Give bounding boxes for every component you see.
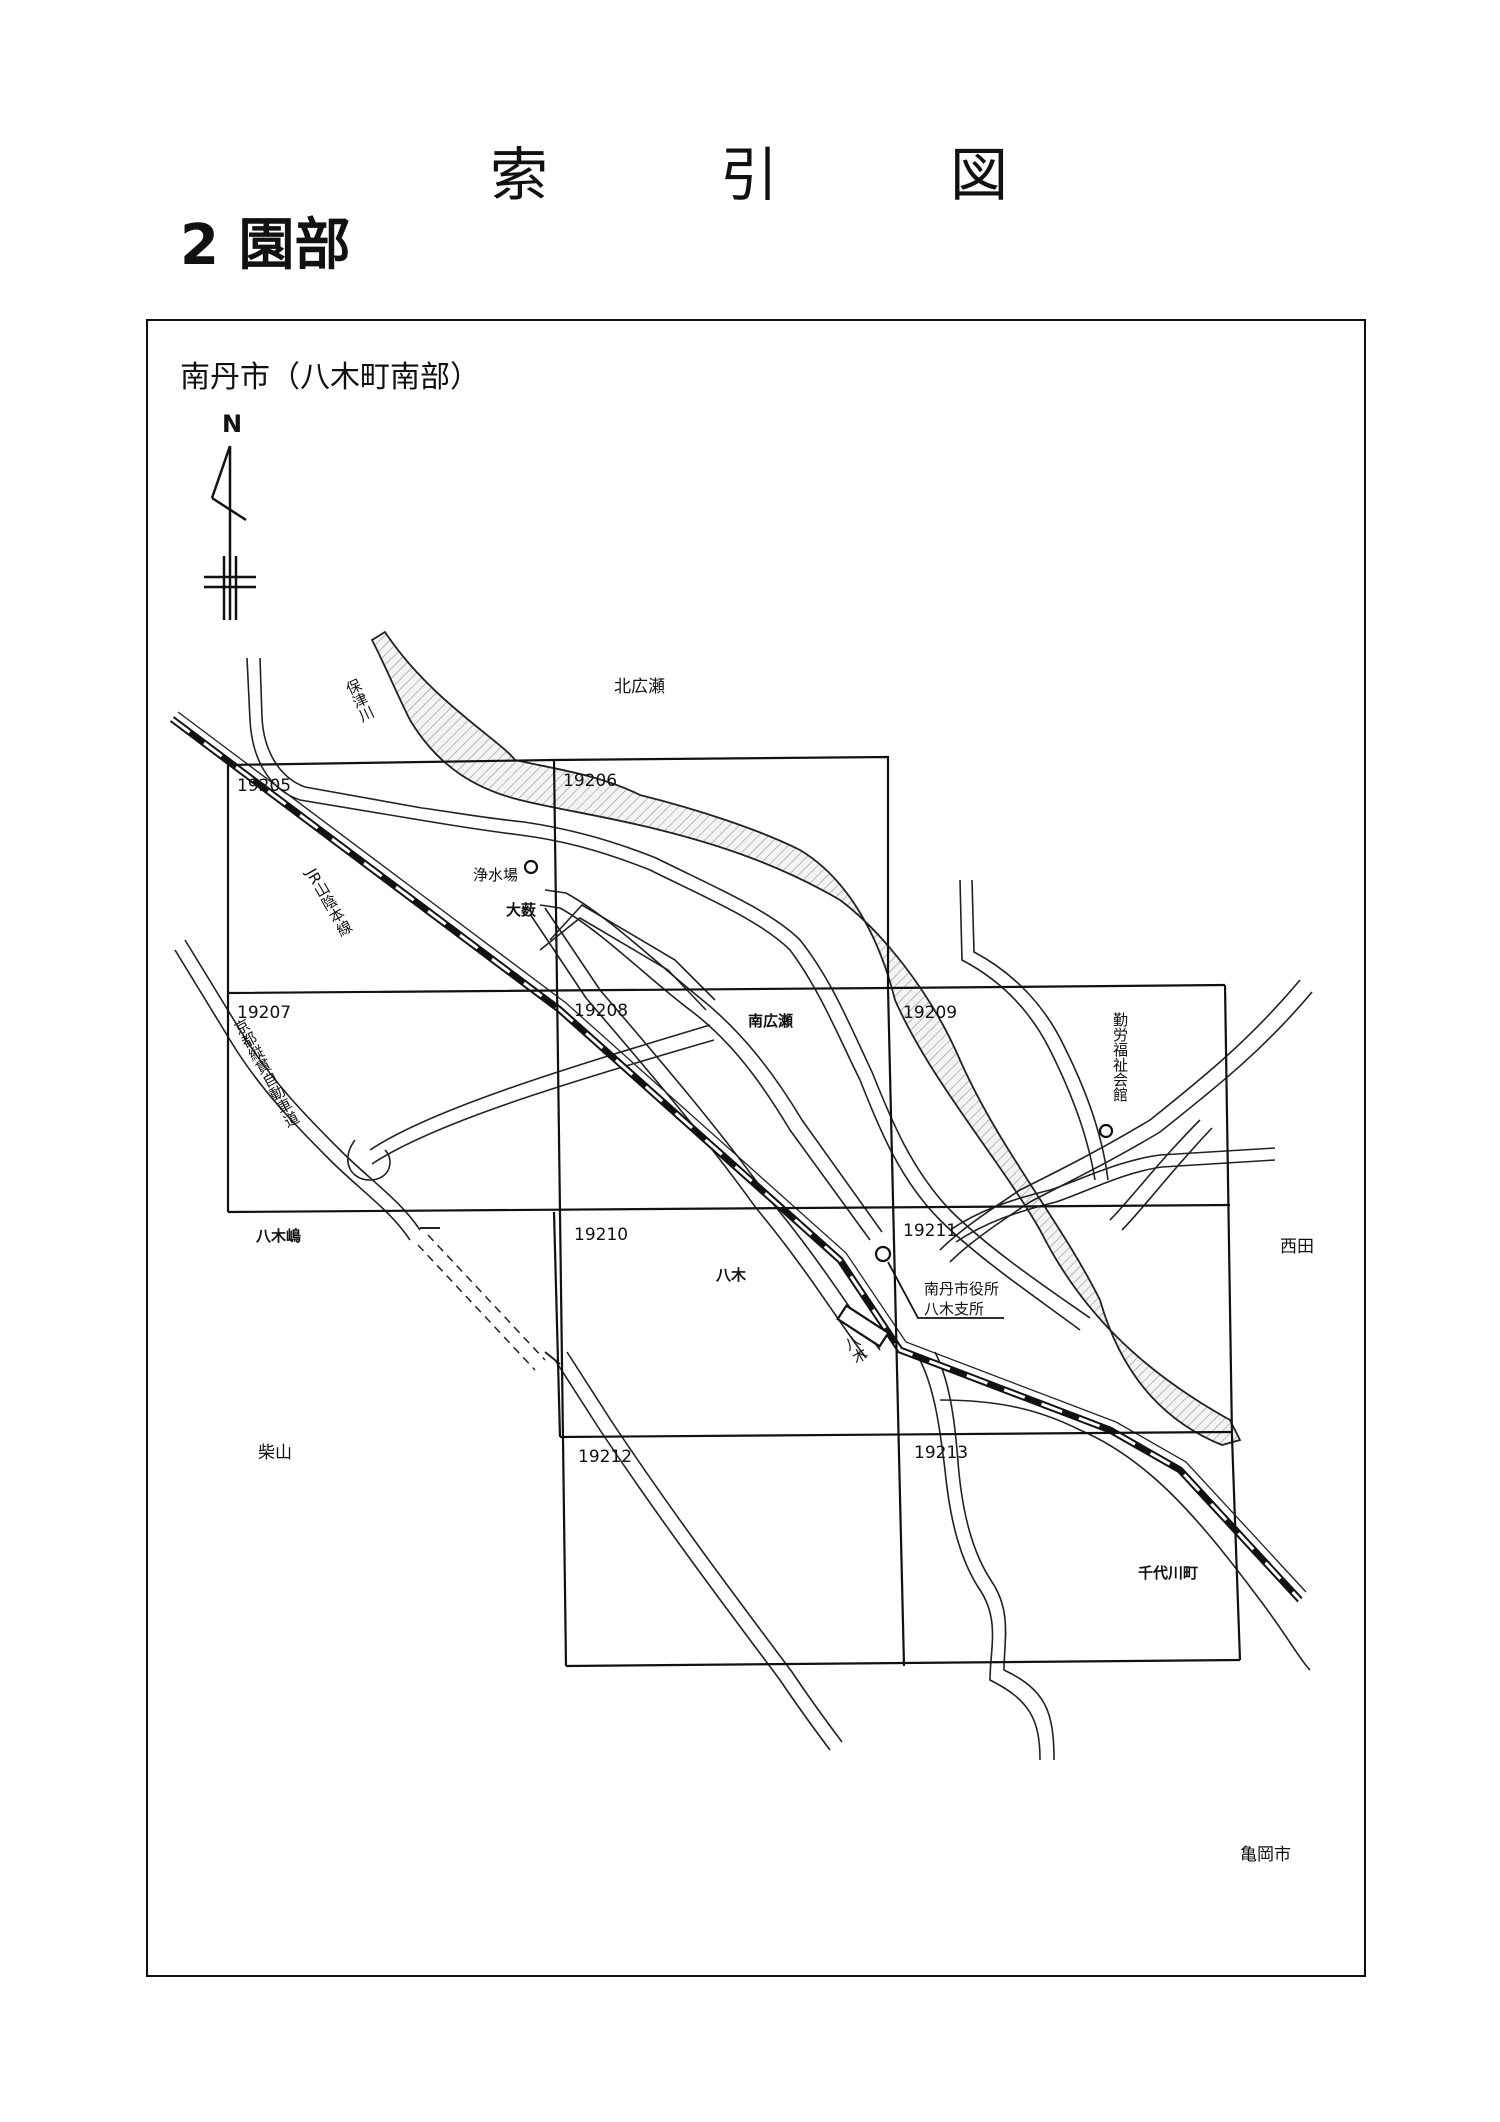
- sheet-19211: 19211: [903, 1221, 957, 1241]
- place-oyabu: 大薮: [506, 901, 536, 919]
- river-area: [370, 630, 1242, 1446]
- title-char-3: 図: [950, 141, 1009, 209]
- sheet-19210: 19210: [574, 1225, 628, 1245]
- expressway-tunnel: [417, 1234, 546, 1371]
- place-kameoka: 亀岡市: [1240, 1845, 1291, 1865]
- sheet-19212: 19212: [578, 1447, 632, 1467]
- station-icon: [836, 1304, 890, 1348]
- place-josuijo: 浄水場: [473, 866, 518, 884]
- place-yagishima: 八木嶋: [255, 1227, 301, 1245]
- north-arrow-icon: [204, 445, 256, 620]
- place-branch: 八木支所: [924, 1300, 984, 1318]
- title-char-1: 索: [490, 141, 549, 209]
- sheet-19207: 19207: [237, 1003, 291, 1023]
- josuijo-marker-icon: [523, 859, 539, 875]
- city-office-leader-line: [887, 1261, 1004, 1319]
- jr-railway: [169, 711, 1307, 1603]
- place-minamihirose: 南広瀬: [748, 1012, 793, 1030]
- sheet-19208: 19208: [574, 1001, 628, 1021]
- expressway-label: 京都縦貫自動車道: [230, 1016, 302, 1131]
- jr-line-label: JR山陰本線: [302, 865, 356, 940]
- place-nishida: 西田: [1280, 1237, 1314, 1257]
- place-kitahirose: 北広瀬: [614, 677, 665, 697]
- sheet-grid: [226, 755, 1242, 1668]
- area-subtitle: 2 園部: [180, 213, 351, 278]
- sheet-19209: 19209: [903, 1003, 957, 1023]
- place-city-office: 南丹市役所: [924, 1280, 999, 1298]
- road-network: [174, 657, 1313, 1761]
- title-char-2: 引: [720, 141, 779, 209]
- sheet-19206: 19206: [563, 771, 617, 791]
- city-office-marker-icon: [874, 1245, 892, 1263]
- north-label: N: [222, 410, 242, 438]
- river-label: 保津川: [342, 676, 377, 725]
- place-yagi: 八木: [715, 1266, 747, 1284]
- place-kinro: 勤労福祉会館: [1111, 1012, 1129, 1102]
- place-shibayama: 柴山: [258, 1443, 292, 1463]
- sheet-19213: 19213: [914, 1443, 968, 1463]
- place-chiyokawa: 千代川町: [1138, 1564, 1198, 1582]
- map-frame: [146, 319, 1366, 1977]
- region-label: 南丹市（八木町南部）: [180, 360, 480, 395]
- kinro-marker-icon: [1098, 1123, 1114, 1139]
- sheet-19205: 19205: [237, 776, 291, 796]
